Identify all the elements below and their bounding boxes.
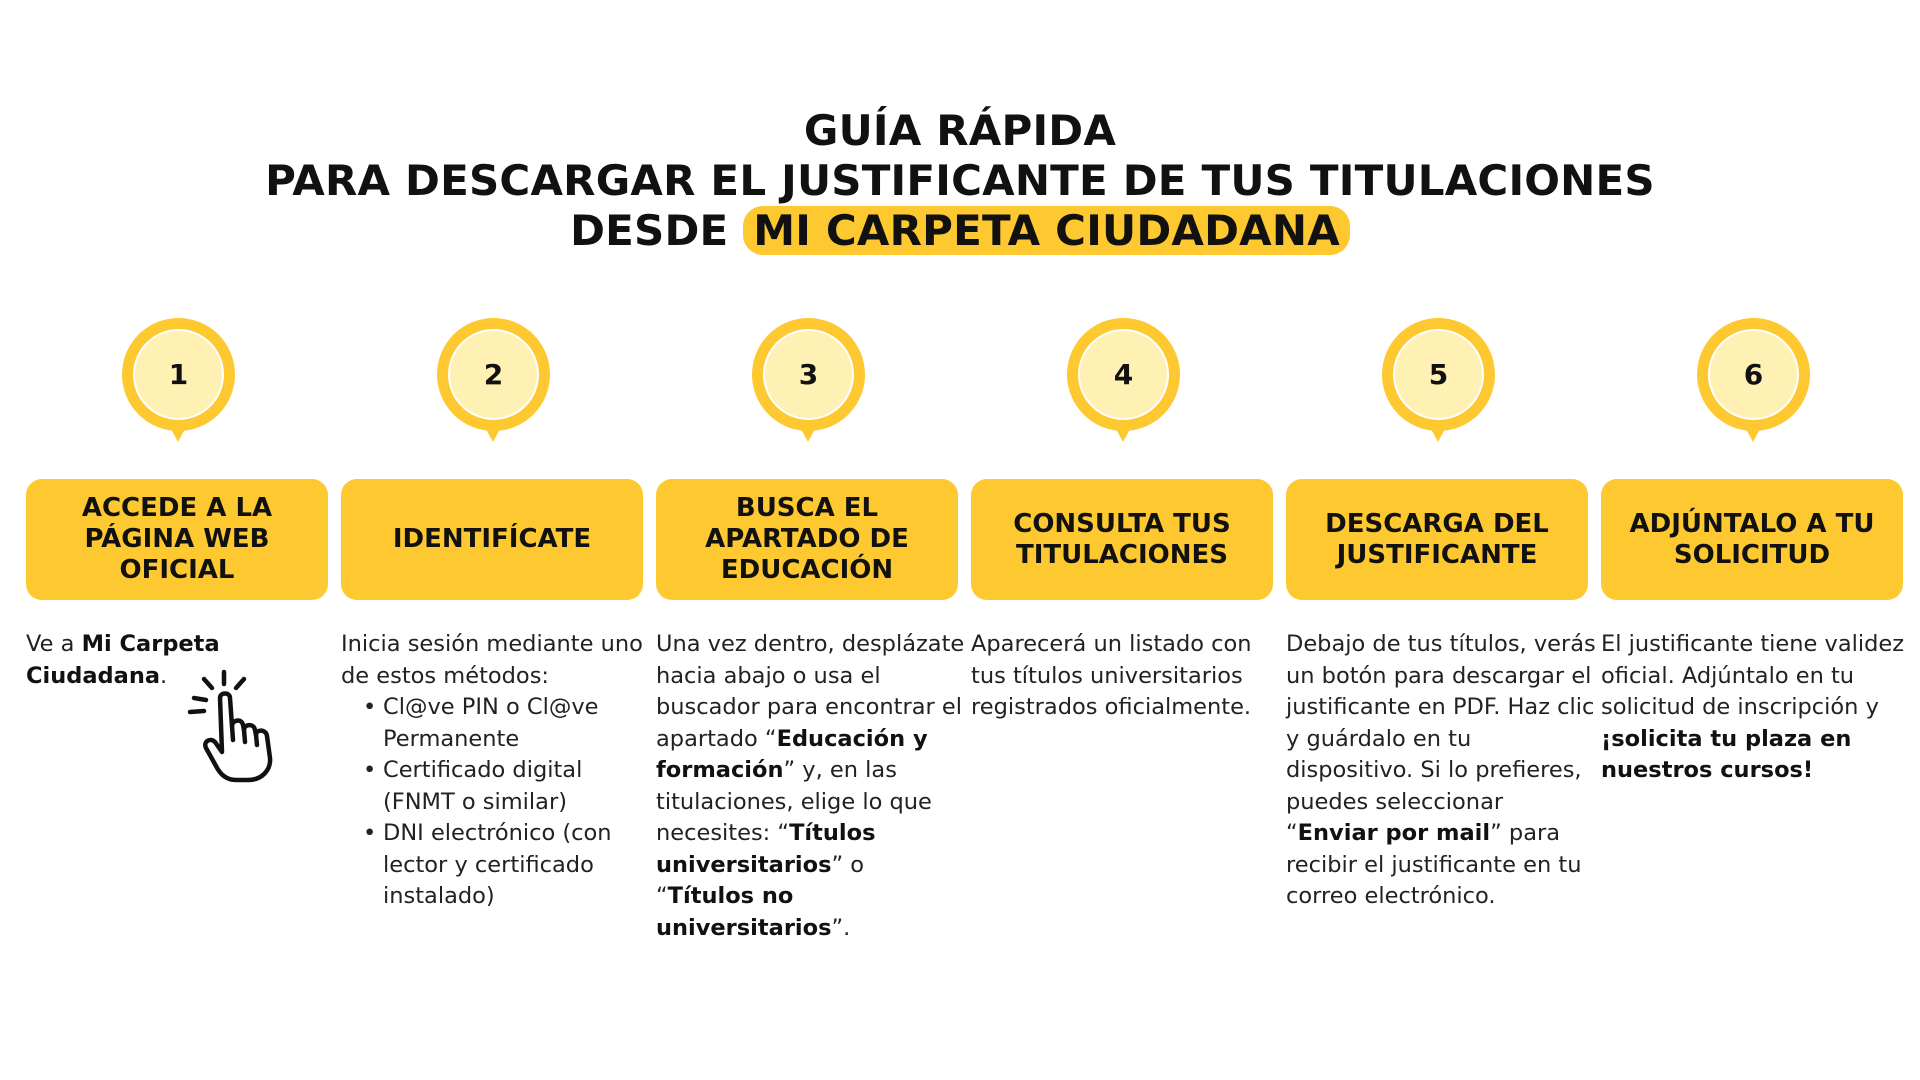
list-item: DNI electrónico (con lector y certificad… (363, 818, 651, 913)
step-1-number: 1 (133, 329, 224, 420)
step-3-marker: 3 (752, 318, 865, 448)
step-6-marker: 6 (1697, 318, 1810, 448)
pointing-hand-click-icon (187, 669, 273, 783)
step-1-description: Ve a Mi Carpeta Ciudadana. (26, 631, 220, 689)
step-2-intro: Inicia sesión mediante uno de estos méto… (341, 631, 643, 689)
title-line-2: PARA DESCARGAR EL JUSTIFICANTE DE TUS TI… (265, 156, 1655, 205)
step-2-methods-list: Cl@ve PIN o Cl@ve Permanente Certificado… (341, 692, 651, 913)
step-3-description: Una vez dentro, desplázate hacia abajo o… (656, 631, 965, 941)
step-2-description: Inicia sesión mediante uno de estos méto… (341, 629, 651, 913)
list-item: Certificado digital (FNMT o similar) (363, 755, 651, 818)
title-line-1: GUÍA RÁPIDA (803, 106, 1117, 155)
title-highlight: MI CARPETA CIUDADANA (743, 206, 1350, 255)
step-2-title: IDENTIFÍCATE (341, 479, 643, 600)
step-5-marker: 5 (1382, 318, 1495, 448)
step-5-description: Debajo de tus títulos, verás un botón pa… (1286, 631, 1596, 909)
title-line-3: DESDE MI CARPETA CIUDADANA (0, 206, 1920, 256)
step-2-marker: 2 (437, 318, 550, 448)
step-4-description: Aparecerá un listado con tus títulos uni… (971, 631, 1252, 720)
step-5-number: 5 (1393, 329, 1484, 420)
step-4-marker: 4 (1067, 318, 1180, 448)
step-3-number: 3 (763, 329, 854, 420)
step-2-number: 2 (448, 329, 539, 420)
step-6-number: 6 (1708, 329, 1799, 420)
step-4-number: 4 (1078, 329, 1169, 420)
step-4-title: CONSULTA TUS TITULACIONES (971, 479, 1273, 600)
step-6-title: ADJÚNTALO A TU SOLICITUD (1601, 479, 1903, 600)
page-title: GUÍA RÁPIDA PARA DESCARGAR EL JUSTIFICAN… (0, 106, 1920, 256)
list-item: Cl@ve PIN o Cl@ve Permanente (363, 692, 651, 755)
step-1-title: ACCEDE A LA PÁGINA WEB OFICIAL (26, 479, 328, 600)
step-1-marker: 1 (122, 318, 235, 448)
step-6-description: El justificante tiene validez oficial. A… (1601, 631, 1905, 783)
step-3-title: BUSCA EL APARTADO DE EDUCACIÓN (656, 479, 958, 600)
step-5-title: DESCARGA DEL JUSTIFICANTE (1286, 479, 1588, 600)
title-line-3-prefix: DESDE (570, 206, 729, 255)
